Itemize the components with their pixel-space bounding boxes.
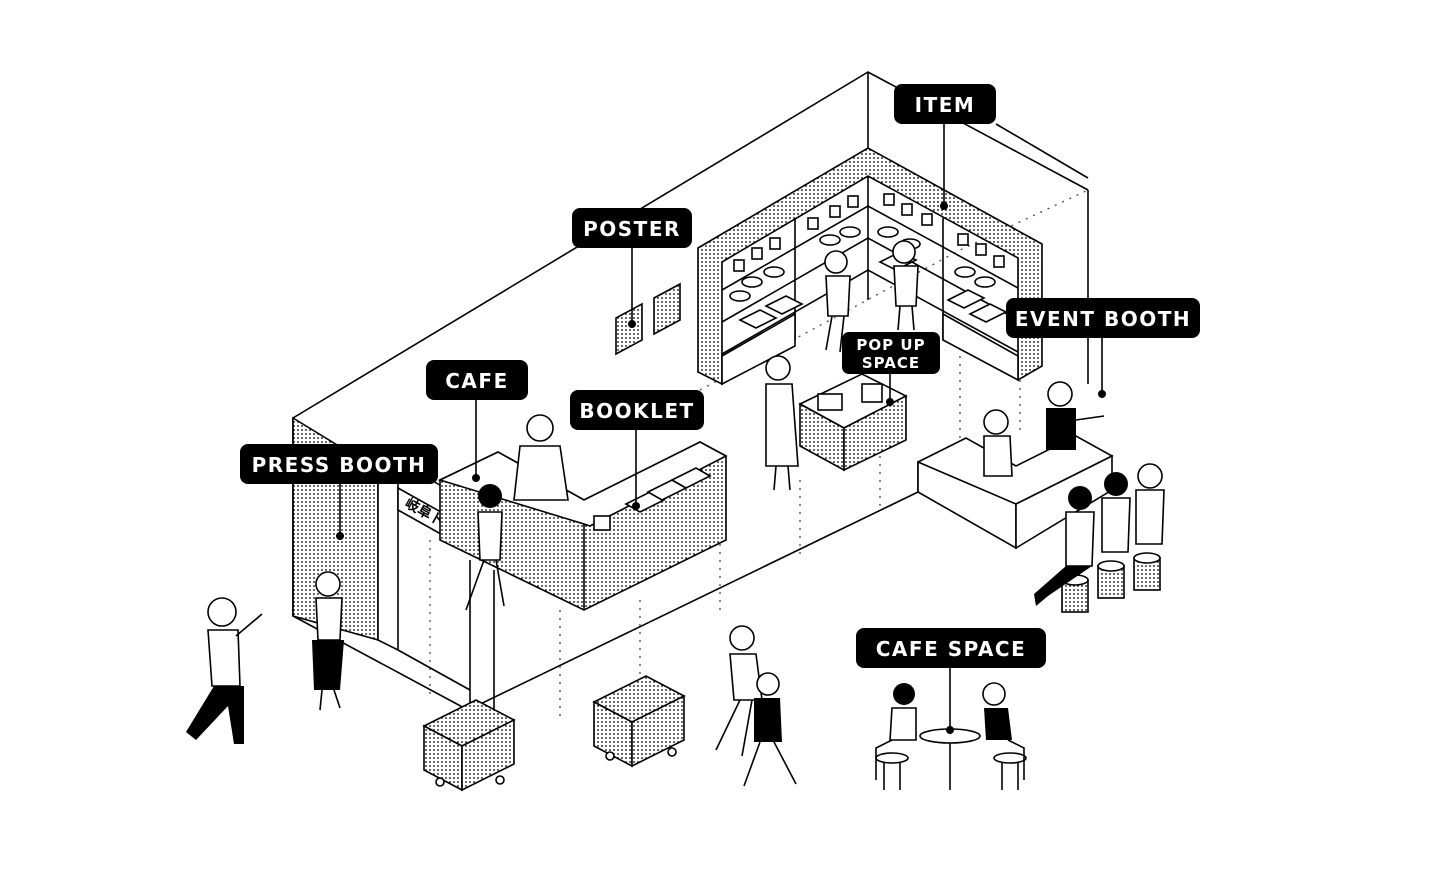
walker-figures: [715, 625, 797, 787]
label-press-booth-text: PRESS BOOTH: [252, 453, 427, 477]
shelf-browser-figures: [824, 240, 919, 353]
photographer-figure: [186, 597, 263, 744]
cafe-table: [875, 728, 1027, 790]
label-pop-up-line2: SPACE: [862, 354, 920, 372]
label-cafe-space: CAFE SPACE: [856, 628, 1046, 668]
label-cafe-space-text: CAFE SPACE: [876, 637, 1027, 661]
label-item-text: ITEM: [915, 93, 976, 117]
cafe-space-figures: [875, 682, 1025, 780]
box-items: [738, 251, 1008, 329]
cup-items: [733, 193, 1005, 272]
label-pop-up-space: POP UP SPACE: [842, 332, 940, 374]
label-booklet-text: BOOKLET: [579, 399, 694, 423]
posters: [615, 282, 681, 356]
label-pop-up-line1: POP UP: [856, 336, 925, 354]
item-shelf: [697, 147, 1043, 386]
label-press-booth: PRESS BOOTH: [240, 444, 438, 484]
popup-staff-figure: [765, 355, 799, 491]
label-event-booth: EVENT BOOTH: [1006, 298, 1200, 338]
carts: [422, 675, 686, 792]
label-event-booth-text: EVENT BOOTH: [1015, 307, 1191, 331]
label-cafe-text: CAFE: [445, 369, 508, 393]
leader-lines: [336, 123, 1106, 734]
pop-up-table: [798, 373, 908, 472]
event-people-figures: [983, 381, 1165, 606]
label-item: ITEM: [894, 84, 996, 124]
cafe-customer-figure: [465, 484, 505, 611]
people: [186, 240, 1165, 787]
label-poster: POSTER: [572, 208, 692, 248]
label-booklet: BOOKLET: [570, 390, 704, 430]
barista-figure: [513, 414, 569, 501]
bottom-drawers: [721, 312, 1019, 386]
event-bench: [917, 435, 1114, 550]
label-poster-text: POSTER: [583, 217, 681, 241]
label-cafe: CAFE: [426, 360, 528, 400]
stools: [1061, 552, 1161, 613]
press-woman-figure: [312, 571, 344, 711]
